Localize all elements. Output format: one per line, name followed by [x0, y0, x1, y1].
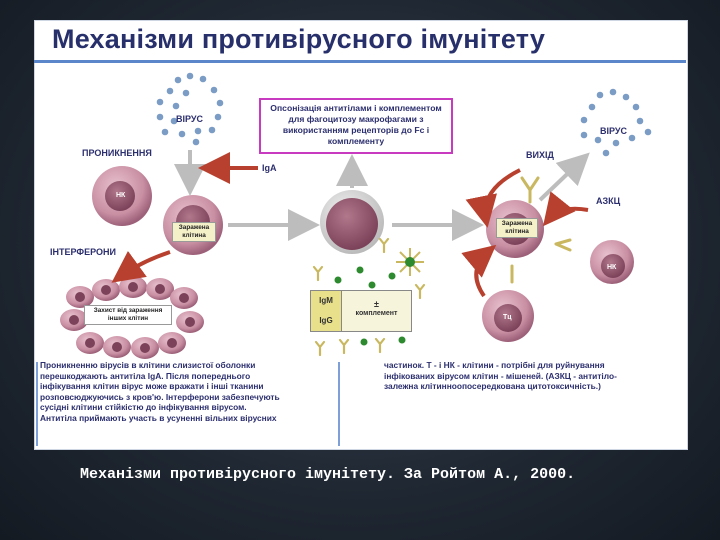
text-left-line: розповсюджуючись з кров'ю. Інтерферони з… [40, 391, 280, 402]
text-right-line: частинок. Т - і НК - клітини - потрібні … [384, 360, 605, 370]
ig-panel-igg: IgG [311, 311, 342, 331]
text-right-line: інфікованих вірусом клітин - мішеней. (А… [384, 370, 617, 381]
text-left-line: сусідні клітини стійкістю до інфікування… [40, 402, 247, 413]
tag-infected-cell-left: Заражена клітина [172, 222, 216, 242]
slide-title: Механізми противірусного імунітету [52, 24, 546, 54]
divider-left [36, 362, 38, 446]
tag-infected-cell-right: Заражена клітина [496, 218, 538, 238]
label-interferons: ІНТЕРФЕРОНИ [50, 247, 116, 257]
text-right-column: частинок. Т - і НК - клітини - потрібні … [384, 360, 680, 392]
text-left-line: Проникненню вірусів в клітини слизистої … [40, 360, 256, 370]
divider-mid [338, 362, 340, 446]
label-adcc: АЗКЦ [596, 196, 621, 206]
ig-panel-igm: IgM [311, 291, 342, 312]
protected-tissue [60, 276, 204, 359]
label-exit: ВИХІД [526, 150, 554, 160]
label-iga: IgA [262, 163, 277, 173]
slide-caption: Механізми противірусного імунітету. За Р… [80, 466, 576, 483]
title-underline [34, 60, 686, 63]
text-right-line: залежна клітинноопосередкована цитотокси… [384, 381, 601, 392]
label-penetration: ПРОНИКНЕННЯ [82, 148, 152, 158]
virus-cluster-right [580, 88, 652, 157]
label-nk-left: НК [116, 192, 126, 199]
explanation-text: Проникненню вірусів в клітини слизистої … [36, 358, 684, 446]
ig-panel: IgM IgG ± комплемент [310, 290, 412, 332]
opsonization-box: Опсонізація антитілами і комплементом дл… [259, 98, 453, 154]
virus-cluster-left [156, 72, 224, 146]
ig-panel-complement: комплемент [355, 310, 398, 317]
ig-panel-plus: ± [374, 299, 379, 309]
ig-panel-complement-cell: ± комплемент [342, 291, 411, 331]
text-left-line: перешкоджають антитіла IgA. Після попере… [40, 370, 251, 381]
label-virus-left: ВІРУС [176, 114, 203, 124]
text-left-column: Проникненню вірусів в клітини слизистої … [40, 360, 336, 424]
label-virus-right: ВІРУС [600, 126, 627, 136]
tag-protection: Захист від зараження інших клітин [84, 305, 172, 325]
text-left-line: інфікування клітин вірус може вражати і … [40, 381, 264, 392]
label-tc: Тц [503, 314, 512, 321]
label-nk-right: НК [607, 264, 617, 271]
text-left-line: Антитіла приймають участь в усуненні віл… [40, 412, 277, 423]
